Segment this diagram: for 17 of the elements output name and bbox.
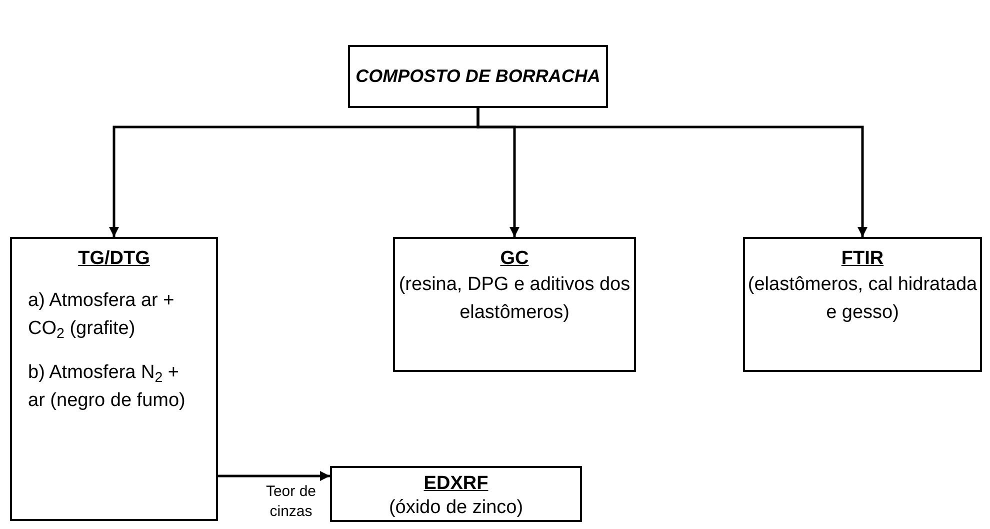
box-heading: FTIR (841, 247, 884, 271)
box-text: (óxido de zinco) (388, 496, 524, 520)
process-box (393, 237, 636, 372)
process-box (330, 466, 582, 522)
process-box (10, 237, 218, 521)
process-box (348, 45, 608, 108)
box-heading: TG/DTG (78, 247, 150, 271)
box-text: (elastômeros, cal hidratada e gesso) (746, 273, 978, 325)
box-text: (resina, DPG e aditivos dos elastômeros) (398, 273, 632, 325)
arrow (476, 108, 868, 237)
box-text: a) Atmosfera ar + CO$_{2}$ (grafite) (28, 289, 176, 343)
process-box (743, 237, 982, 372)
box-text: b) Atmosfera N$_{2}$ + ar (negro de fumo) (28, 361, 186, 413)
box-heading: EDXRF (424, 472, 488, 496)
box-heading: GC (500, 247, 529, 271)
arrow (218, 471, 330, 481)
box-title: COMPOSTO DE BORRACHA (356, 65, 600, 88)
